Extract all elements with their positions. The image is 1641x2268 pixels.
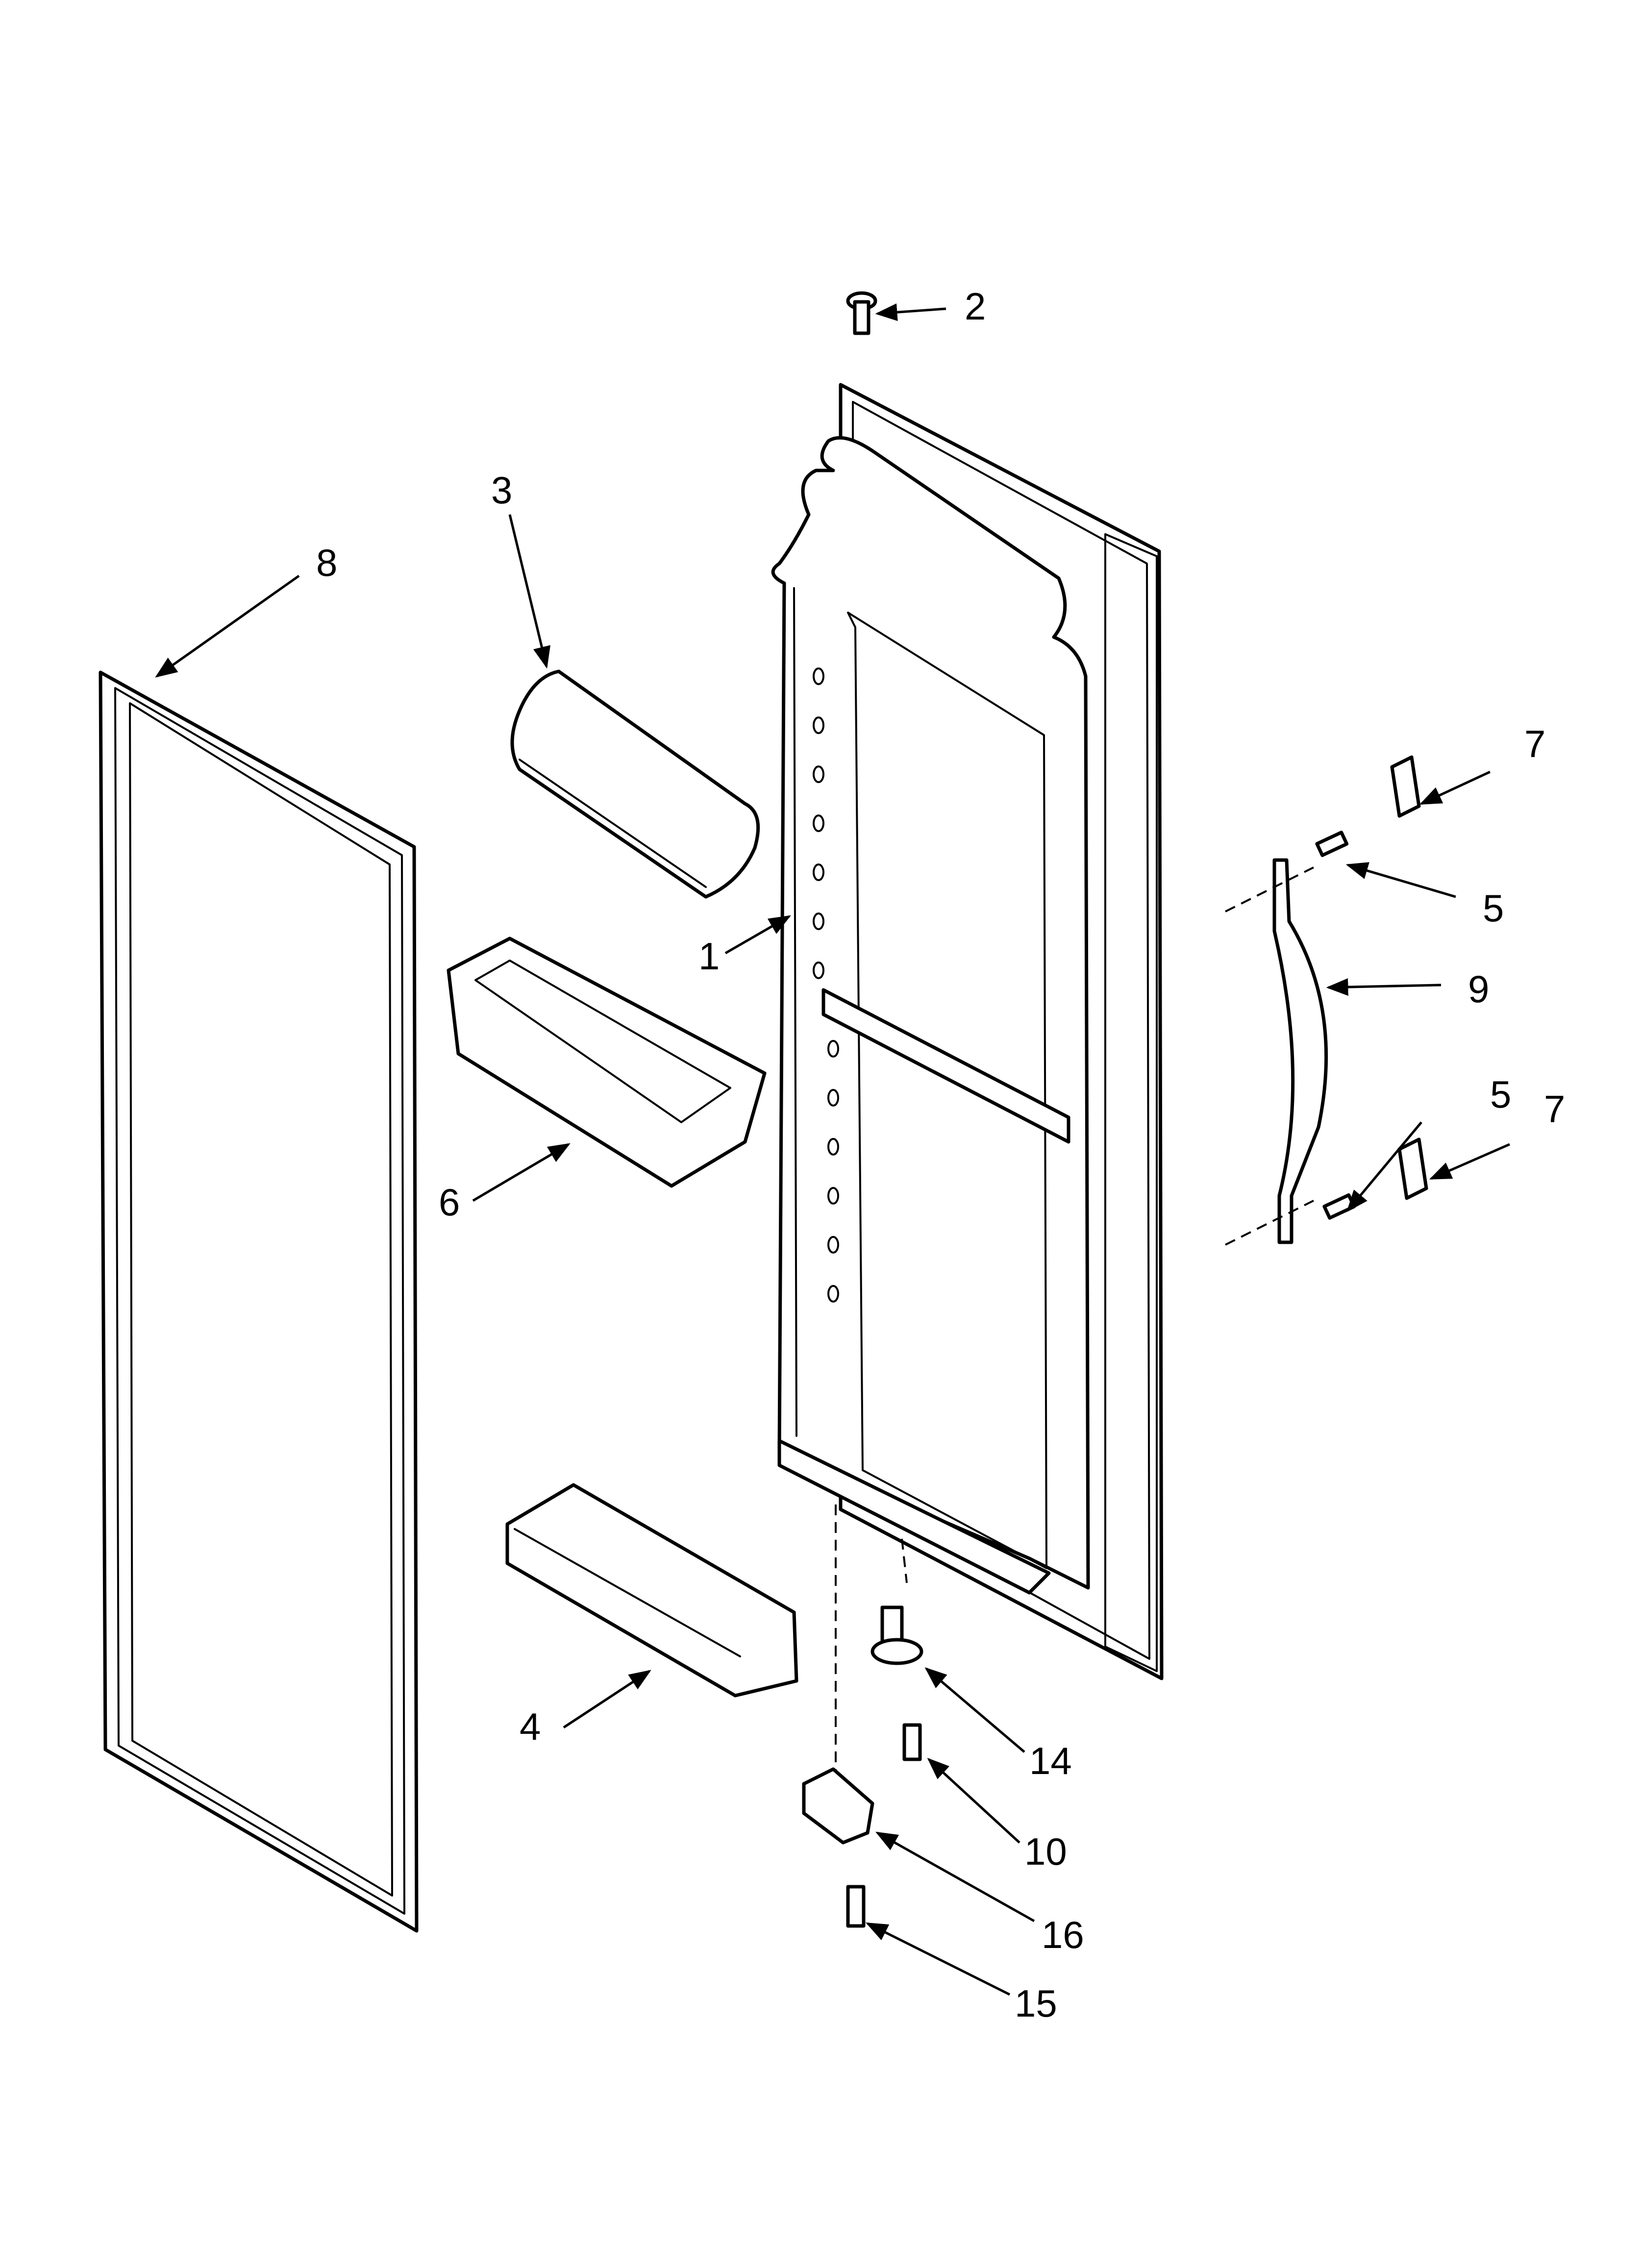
callout-14: 14 bbox=[1029, 1739, 1072, 1782]
dairy-cover bbox=[510, 669, 760, 899]
screw-15 bbox=[846, 1885, 866, 1928]
door-shelf bbox=[505, 1483, 798, 1698]
callout-8: 8 bbox=[316, 541, 337, 584]
callout-2: 2 bbox=[965, 285, 986, 328]
door-holes bbox=[813, 667, 839, 1303]
callout-labels: 2 3 8 1 6 4 7 5 9 5 7 14 10 16 15 bbox=[316, 285, 1565, 2025]
door-plug bbox=[846, 291, 877, 335]
callout-16: 16 bbox=[1042, 1913, 1084, 1956]
hinge-pin-14 bbox=[870, 1605, 923, 1665]
callout-9: 9 bbox=[1468, 967, 1489, 1011]
callout-1: 1 bbox=[698, 935, 720, 978]
trim-cap-lower bbox=[1397, 1137, 1428, 1200]
handle-screw-upper bbox=[1315, 831, 1349, 857]
trim-cap-upper bbox=[1390, 755, 1421, 818]
callout-6: 6 bbox=[439, 1181, 460, 1224]
door-handle bbox=[1225, 858, 1328, 1246]
screw-10 bbox=[902, 1723, 922, 1761]
callout-7-upper: 7 bbox=[1524, 722, 1545, 765]
leader-lines bbox=[155, 303, 1511, 1996]
callout-5-lower: 5 bbox=[1490, 1073, 1511, 1116]
hinge-bracket-16 bbox=[802, 1767, 874, 1845]
callout-10: 10 bbox=[1024, 1830, 1067, 1873]
callout-15: 15 bbox=[1015, 1982, 1057, 2025]
callout-7-lower: 7 bbox=[1544, 1087, 1565, 1131]
door-gasket bbox=[99, 670, 419, 1933]
callout-4: 4 bbox=[520, 1705, 541, 1748]
refrigerator-door bbox=[771, 383, 1164, 1680]
callout-3: 3 bbox=[491, 468, 512, 512]
callout-5-upper: 5 bbox=[1483, 887, 1504, 930]
door-bin bbox=[447, 937, 767, 1188]
